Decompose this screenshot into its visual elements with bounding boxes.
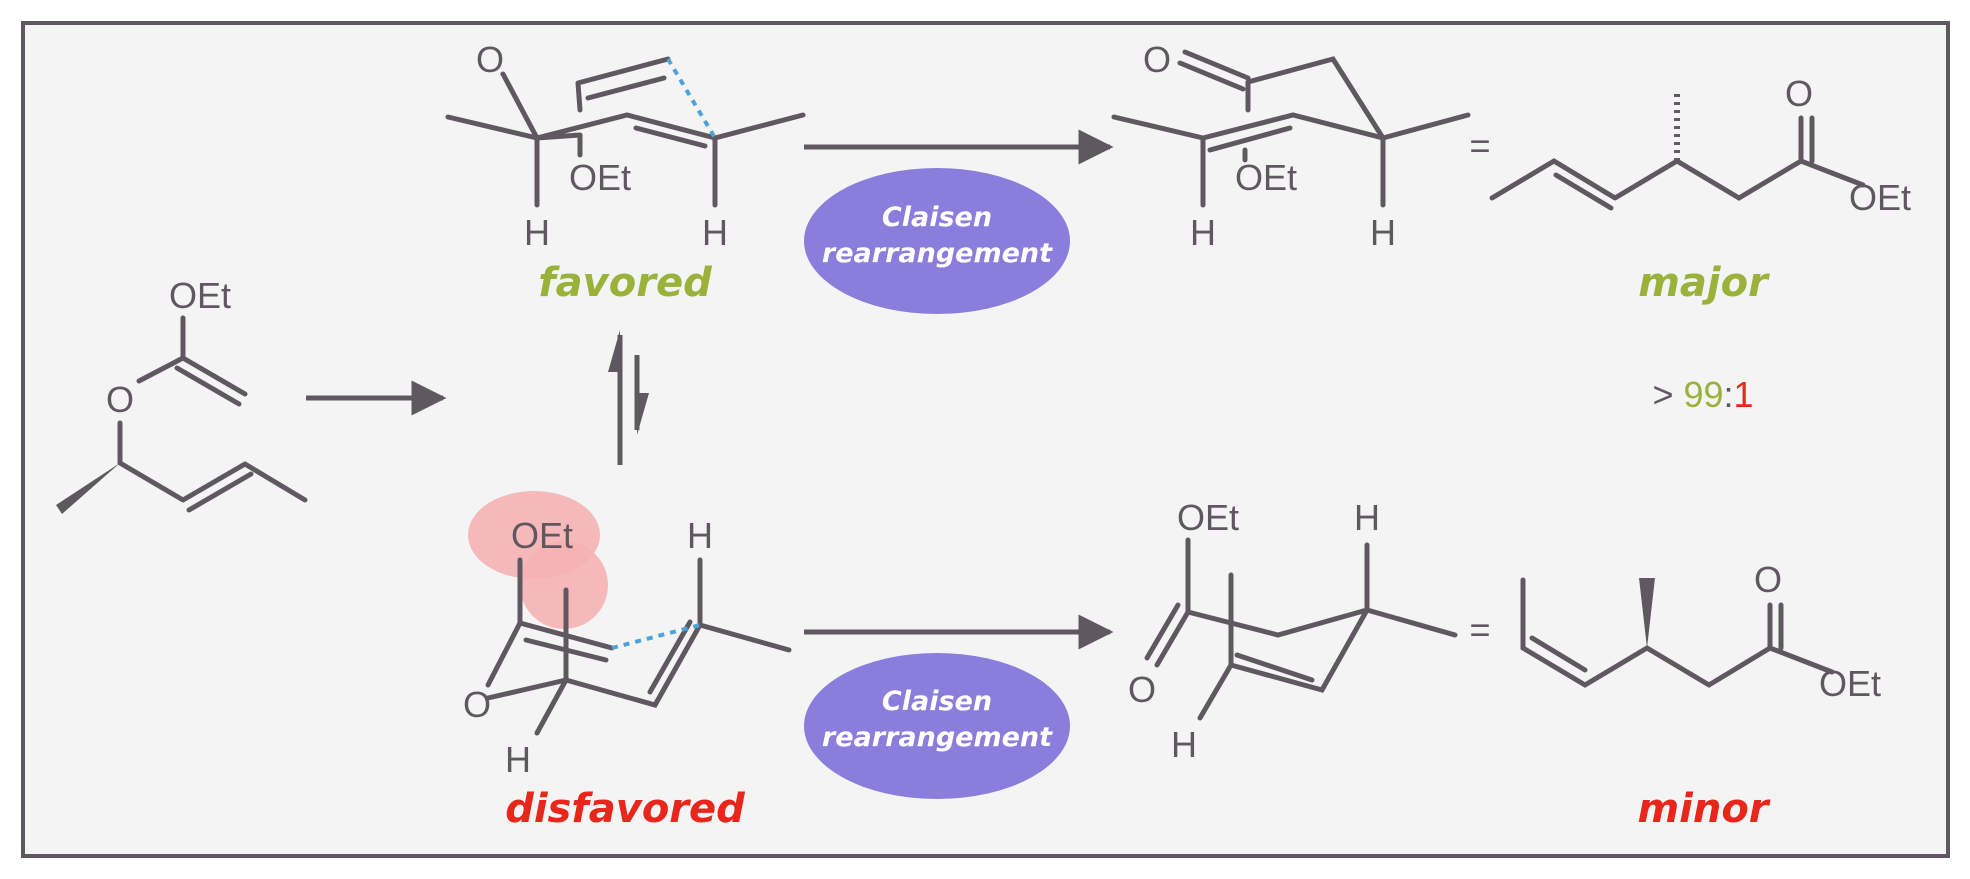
forming-bond	[611, 623, 701, 650]
claisen-pill-bottom: Claisen rearrangement	[804, 653, 1070, 799]
favored-transition-state: O OEt H H	[445, 39, 806, 253]
selectivity-ratio: > 99:1	[1652, 374, 1753, 415]
atom-oet: OEt	[1819, 663, 1881, 704]
favored-label: favored	[538, 260, 712, 306]
equilibrium-arrows	[608, 330, 649, 465]
minor-product: O OEt	[1520, 559, 1881, 704]
atom-o: O	[1143, 39, 1171, 80]
atom-oet: OEt	[1849, 177, 1911, 218]
pill-line1: Claisen	[882, 686, 992, 717]
ratio-minor: 1	[1734, 374, 1754, 415]
disfavored-label: disfavored	[505, 786, 745, 832]
atom-oet: OEt	[169, 275, 231, 316]
atom-h: H	[1190, 212, 1216, 253]
major-product: O OEt	[1489, 73, 1911, 218]
minor-label: minor	[1637, 786, 1770, 832]
atom-h: H	[524, 212, 550, 253]
equals-sign: =	[1469, 125, 1490, 166]
stereo-wedge	[1639, 578, 1655, 648]
equals-sign: =	[1469, 609, 1490, 650]
atom-oet: OEt	[1235, 157, 1297, 198]
atom-o: O	[1754, 559, 1782, 600]
starting-material: OEt O	[56, 275, 308, 514]
atom-h: H	[1171, 724, 1197, 765]
pill-line2: rearrangement	[822, 238, 1053, 269]
stereo-wedge	[56, 463, 120, 514]
atom-oet: OEt	[1177, 497, 1239, 538]
major-label: major	[1638, 260, 1770, 306]
atom-o: O	[106, 379, 134, 420]
atom-h: H	[702, 212, 728, 253]
ratio-prefix: >	[1652, 374, 1683, 415]
ratio-sep: :	[1724, 374, 1734, 415]
atom-h: H	[505, 739, 531, 780]
atom-o: O	[1785, 73, 1813, 114]
ratio-major: 99	[1683, 374, 1723, 415]
atom-h: H	[1354, 497, 1380, 538]
atom-o: O	[1128, 669, 1156, 710]
pill-line1: Claisen	[882, 202, 992, 233]
claisen-pill-top: Claisen rearrangement	[804, 168, 1070, 314]
disfavored-transition-state: OEt O H H	[463, 491, 792, 780]
disfavored-product-chair: OEt O H H	[1128, 497, 1458, 765]
atom-h: H	[687, 515, 713, 556]
forming-bond	[666, 57, 717, 140]
steric-clash	[520, 541, 608, 629]
atom-o: O	[463, 684, 491, 725]
favored-product-chair: O OEt H H	[1111, 39, 1471, 253]
atom-h: H	[1370, 212, 1396, 253]
pill-line2: rearrangement	[822, 722, 1053, 753]
atom-oet: OEt	[569, 157, 631, 198]
atom-o: O	[476, 39, 504, 80]
atom-oet: OEt	[511, 515, 573, 556]
